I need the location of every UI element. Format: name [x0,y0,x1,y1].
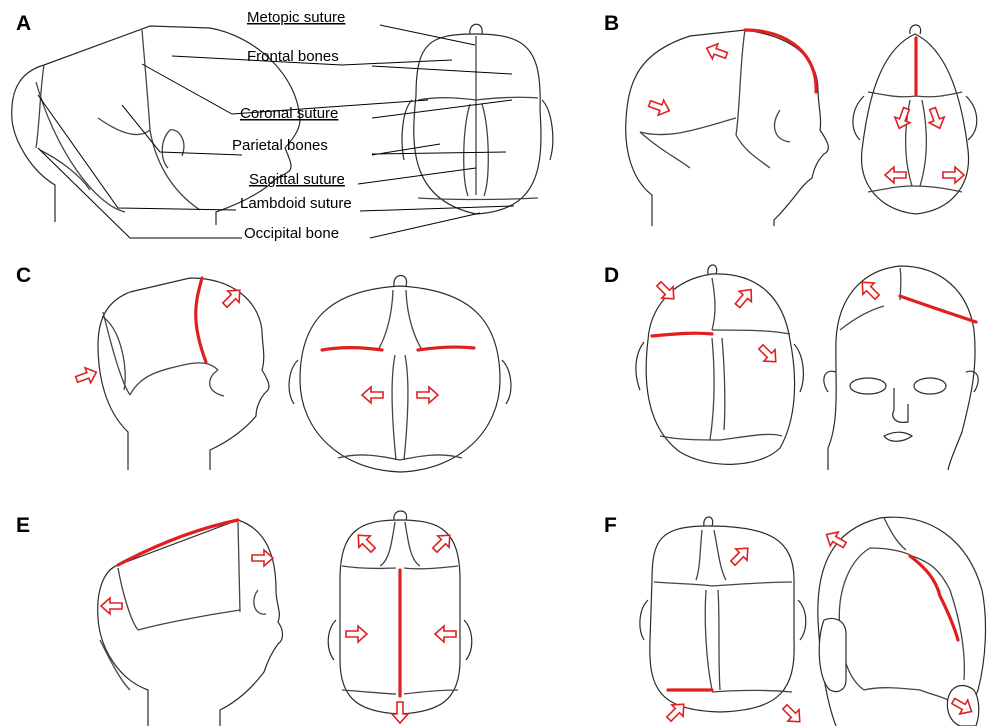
panel-letter-e: E [16,514,30,537]
panel-f: F [604,514,985,726]
arrow-d4 [857,277,883,303]
panel-letter-c: C [16,264,31,287]
panel-e-top-view [328,511,472,714]
arrow-c1 [219,285,245,311]
arrow-b2 [647,96,672,118]
label-sagittal-suture: Sagittal suture [249,171,345,188]
label-coronal-suture: Coronal suture [240,105,338,122]
panel-c-side-view [98,278,269,470]
panel-letter-a: A [16,12,31,35]
arrow-b1 [704,41,729,63]
panel-c-top-view [289,276,511,473]
arrow-f3 [779,701,805,726]
panel-e: E [16,511,472,726]
arrow-e2 [101,598,122,614]
label-frontal-bones: Frontal bones [247,48,339,65]
panel-a: A Me [12,9,553,242]
panel-a-top-view [402,24,553,214]
label-parietal-bones: Parietal bones [232,137,328,154]
panel-d-front-view [824,266,978,470]
panel-d-top-view [636,265,803,464]
panel-e-side-view [98,520,283,726]
arrow-c2 [74,365,99,387]
panel-b-side-view [626,30,829,226]
panel-letter-d: D [604,264,619,287]
label-lambdoid-suture: Lambdoid suture [240,195,352,212]
panel-c: C [16,264,511,472]
panel-f-back-view [818,517,986,726]
label-occipital-bone: Occipital bone [244,225,339,242]
panel-letter-b: B [604,12,619,35]
panel-f-top-view [640,517,806,712]
panel-b: B [604,12,977,226]
arrow-f4 [822,528,848,552]
panel-d: D [604,264,978,470]
panel-b-top-view [853,25,977,214]
label-metopic-suture: Metopic suture [247,9,345,26]
panel-letter-f: F [604,514,617,537]
